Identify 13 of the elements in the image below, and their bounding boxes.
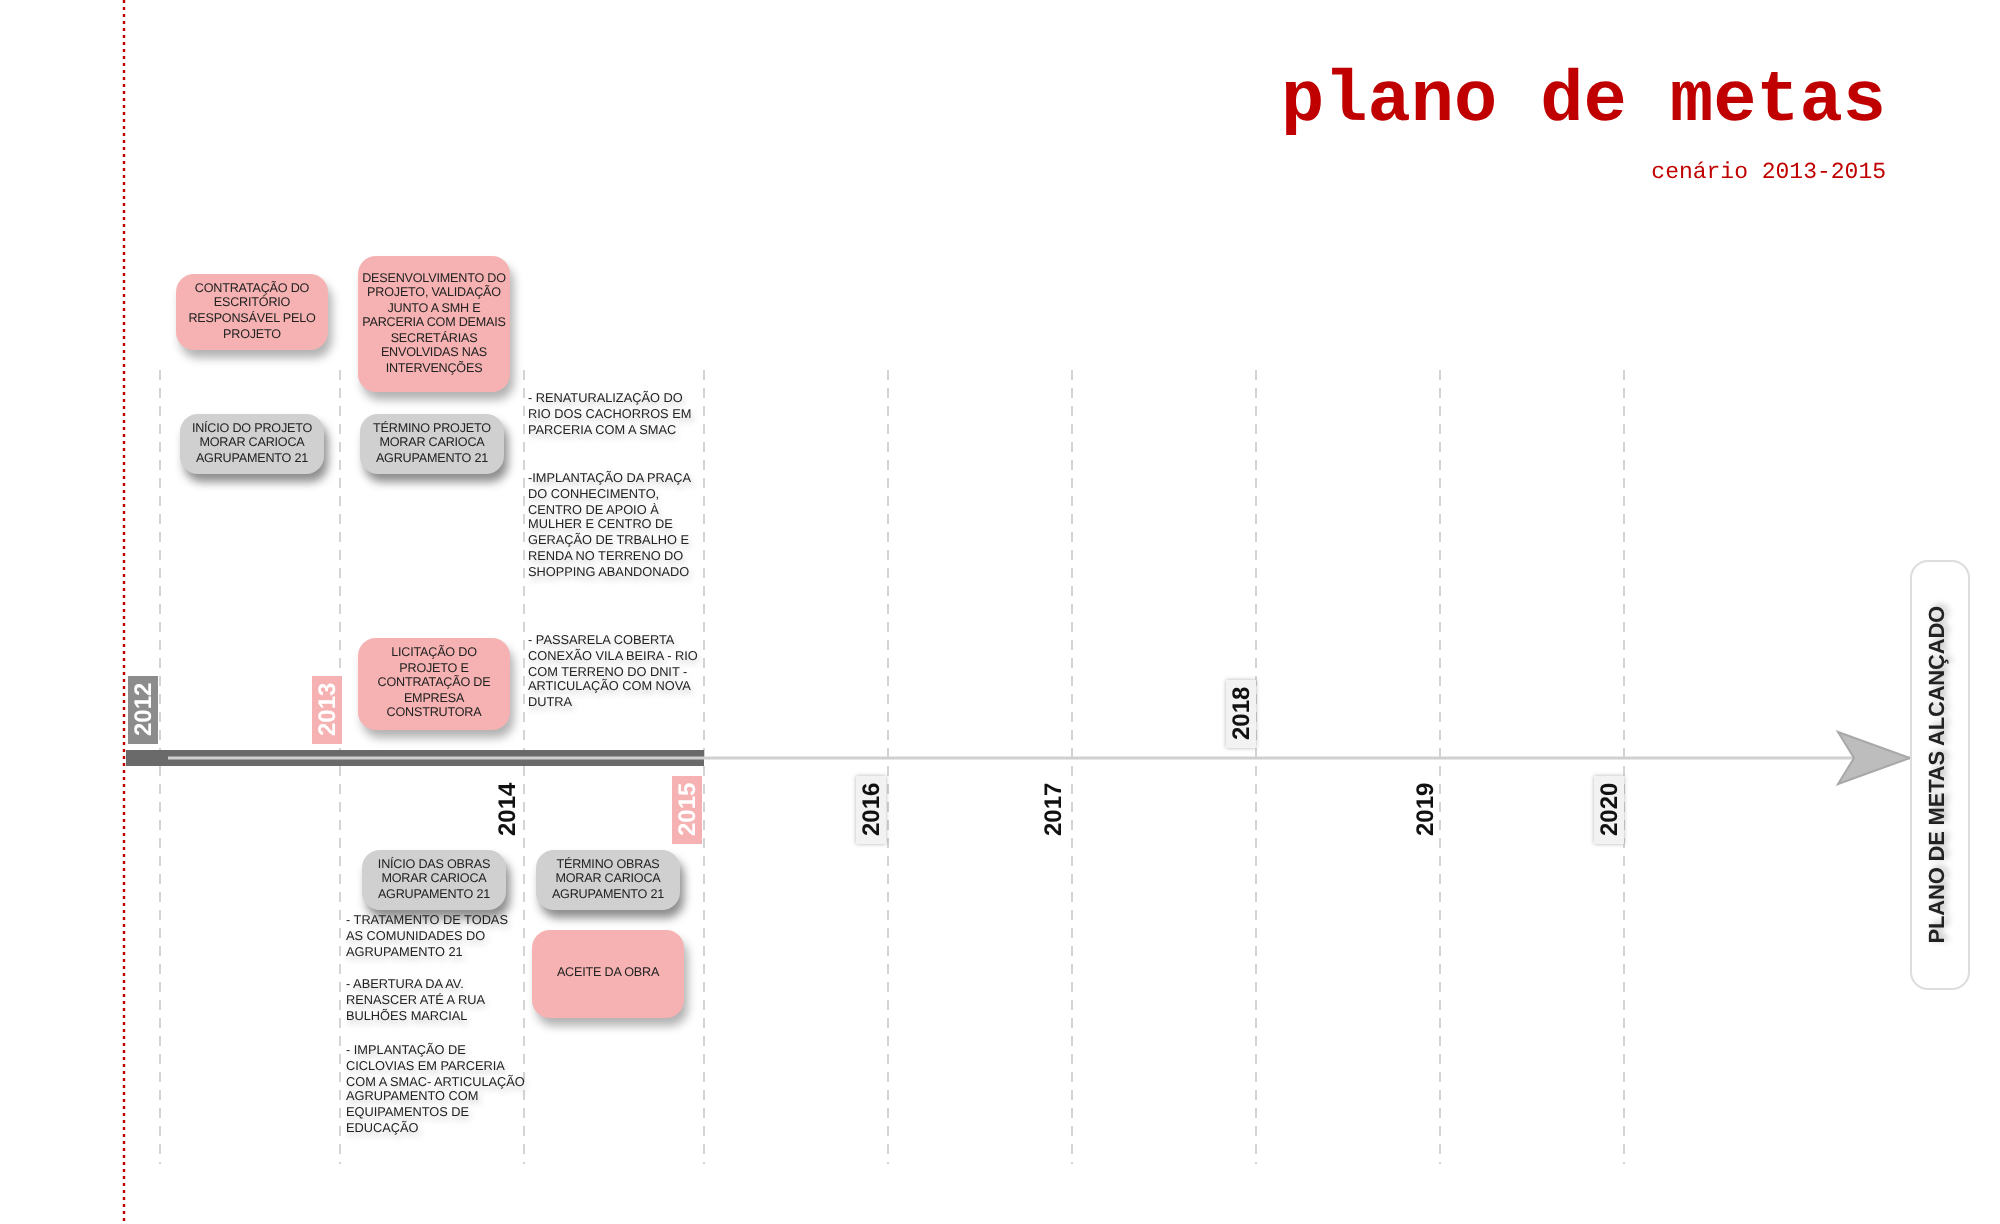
year-tag: 2016 xyxy=(856,776,886,844)
year-label: 2014 xyxy=(492,780,522,841)
timeline-arrow xyxy=(168,731,1911,785)
goal-box: PLANO DE METAS ALCANÇADO xyxy=(1910,560,1970,990)
year-tag: 2018 xyxy=(1226,680,1256,748)
year-tag: 2015 xyxy=(672,776,702,844)
year-label: 2017 xyxy=(1038,781,1068,841)
year-tag: 2013 xyxy=(312,676,342,744)
subtitle: cenário 2013-2015 xyxy=(1651,160,1886,186)
year-tag: 2012 xyxy=(128,676,158,744)
title: plano de metas xyxy=(1281,60,1886,142)
year-label: 2019 xyxy=(1410,781,1440,841)
year-tag: 2020 xyxy=(1594,776,1624,844)
